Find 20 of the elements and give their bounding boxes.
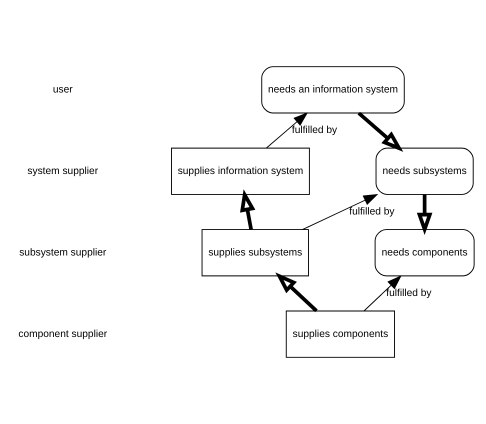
arrow [364,275,402,312]
edge-label: fulfilled by [386,288,432,300]
arrow [275,272,318,312]
node-box: needs components [374,229,475,276]
label: system supplier [27,166,98,177]
node-box: supplies information system [171,148,310,195]
edge-label: fulfilled by [349,206,394,218]
arrow [302,194,378,230]
arrow [358,112,404,152]
arrow [240,189,256,230]
label: user [52,84,73,96]
node-box: needs subsystems [376,148,474,195]
label: subsystem supplier [19,247,106,258]
node-box: needs an information system [261,66,405,114]
node-box: supplies subsystems [202,229,309,276]
node-box: supplies components [286,310,395,358]
arrow [416,194,432,236]
label: component supplier [18,328,108,340]
arrow [266,112,308,149]
edge-label: fulfilled by [292,125,338,136]
